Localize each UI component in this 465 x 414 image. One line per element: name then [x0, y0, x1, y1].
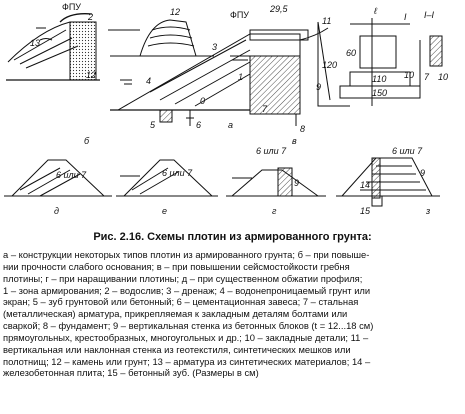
label-sub-d: д: [54, 206, 59, 216]
label-fpu-right: ФПУ: [230, 10, 249, 20]
label-9-z: 9: [420, 168, 425, 178]
label-10-b: 10: [438, 72, 448, 82]
label-sub-g: г: [272, 206, 277, 216]
label-sub-v: в: [292, 136, 297, 146]
label-15: 15: [360, 206, 371, 216]
legend-line: экран; 5 – зуб грунтовой или бетонный; 6…: [3, 296, 359, 308]
label-110: 110: [372, 74, 386, 84]
label-section-i: I: [404, 12, 407, 22]
label-11: 11: [322, 16, 331, 26]
label-6: 6: [196, 120, 201, 130]
figure-legend: а – конструкции некоторых типов плотин и…: [3, 249, 463, 379]
label-sub-z: з: [425, 206, 430, 216]
scheme-a-main-dam: [110, 27, 329, 126]
legend-line: прямоугольных, крестообразных, многоугол…: [3, 331, 369, 343]
label-fpu-left: ФПУ: [62, 2, 81, 12]
scheme-top-left: [6, 13, 100, 81]
label-150: 150: [372, 88, 387, 98]
label-sub-e: е: [162, 206, 167, 216]
label-13: 13: [30, 38, 40, 48]
label-14: 14: [360, 180, 370, 190]
label-8: 8: [300, 124, 305, 134]
scheme-right-wall-detail: [317, 18, 443, 107]
label-5: 5: [150, 120, 156, 130]
legend-line: вертикальная или наклонная стенка из гео…: [3, 343, 351, 355]
label-6-or-7-d2: 6 или 7: [162, 168, 193, 178]
scheme-z: [336, 157, 440, 207]
label-3: 3: [212, 42, 217, 52]
dam-schemes-figure: ФПУ 2 13 12 12 ФПУ 29,5 3 4 1 0 5 6 а 7 …: [4, 2, 448, 216]
legend-line: сваркой; 8 – фундамент; 9 – вертикальная…: [3, 320, 374, 332]
legend-line: полотнищ; 12 – камень или грунт; 13 – ар…: [3, 355, 371, 367]
scheme-top-middle: [108, 19, 214, 57]
legend-line: железобетонная плита; 15 – бетонный зуб.…: [3, 367, 259, 379]
legend-line: плотины; г – при наращивании плотины; д …: [3, 272, 363, 284]
legend-line: 1 – зона армирования; 2 – водослив; 3 – …: [3, 284, 371, 296]
legend-line: нии прочности слабого основания; в – при…: [3, 260, 350, 272]
label-12-left: 12: [86, 70, 96, 80]
label-9: 9: [316, 82, 321, 92]
label-7-right: 7: [424, 72, 430, 82]
figure-caption: Рис. 2.16. Схемы плотин из армированного…: [93, 231, 372, 243]
label-sub-zh: ж: [203, 206, 211, 216]
label-level-0: 0: [200, 96, 205, 106]
label-1: 1: [238, 72, 243, 82]
label-120: 120: [322, 60, 337, 70]
scheme-d-second: [116, 159, 218, 197]
label-9-g: 9: [294, 178, 299, 188]
label-sub-a: а: [228, 120, 233, 130]
scheme-g: [226, 167, 326, 197]
label-29-5: 29,5: [269, 4, 289, 14]
label-12-mid: 12: [170, 7, 180, 17]
label-10-a: 10: [404, 70, 414, 80]
label-sub-b: б: [84, 136, 90, 146]
label-ell: ℓ: [373, 6, 377, 16]
legend-line: а – конструкции некоторых типов плотин и…: [3, 249, 370, 260]
label-60: 60: [346, 48, 356, 58]
label-6-or-7-z: 6 или 7: [392, 146, 423, 156]
scheme-d-left: [4, 159, 112, 197]
label-2: 2: [87, 12, 93, 22]
label-7-main: 7: [262, 104, 268, 114]
legend-line: (металлическая) арматура, прикрепляемая …: [3, 308, 348, 320]
label-6-or-7-g: 6 или 7: [256, 146, 287, 156]
label-section-ii: I–I: [424, 10, 435, 20]
label-6-or-7-d1: 6 или 7: [56, 170, 87, 180]
label-4: 4: [146, 76, 151, 86]
